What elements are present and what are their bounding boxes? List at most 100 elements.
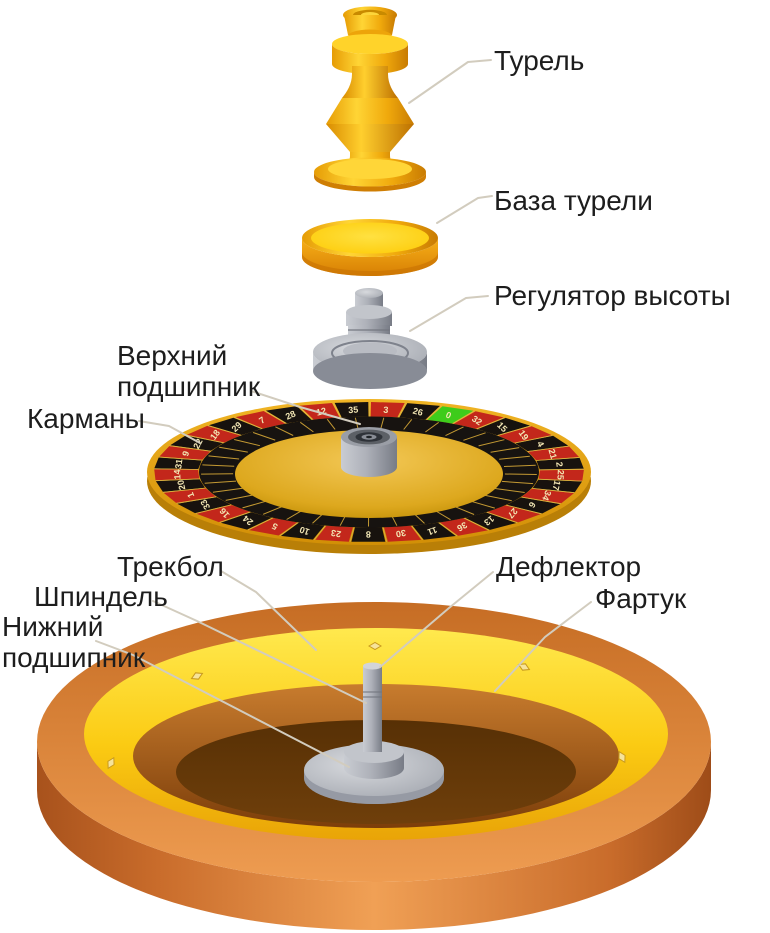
leader-upper_bearing	[250, 390, 361, 425]
pocket-separator	[163, 487, 206, 493]
pocket-number: 13	[482, 514, 496, 528]
pocket-separator	[506, 504, 542, 515]
turret-base-part	[302, 219, 438, 276]
pocket-26	[399, 403, 440, 420]
pocket-13	[465, 512, 517, 530]
pocket-18	[187, 425, 241, 443]
pocket-separator	[313, 525, 326, 540]
bowl-side	[37, 742, 711, 930]
pocket-separator	[452, 410, 475, 424]
fret-spoke	[212, 487, 243, 493]
pocket-separator	[176, 496, 217, 504]
label-upper-bearing-line2: подшипник	[117, 371, 261, 402]
label-lower-bearing-line2: подшипник	[2, 642, 146, 673]
pocket-separator	[186, 434, 224, 444]
pocket-number: 28	[284, 409, 297, 422]
label-lower-bearing-line1: Нижний	[2, 611, 104, 642]
pocket-separator	[539, 468, 584, 471]
leader-apron	[494, 601, 592, 692]
leader-pockets	[138, 420, 201, 444]
leader-spindle	[152, 600, 367, 704]
label-height-regulator: Регулятор высоты	[494, 280, 731, 311]
label-apron: Фартук	[595, 583, 687, 614]
pocket-number: 25	[555, 470, 565, 480]
pocket-number: 23	[330, 528, 342, 540]
pocket-number: 9	[180, 450, 191, 458]
fret-spoke	[478, 439, 505, 447]
fret-spoke	[470, 500, 495, 509]
pocket-number: 29	[230, 420, 244, 434]
turret-part	[314, 6, 426, 192]
pocket-separator	[538, 478, 583, 482]
pocket-separator	[279, 522, 299, 537]
pocket-number: 6	[527, 500, 538, 510]
pocket-number: 3	[383, 405, 389, 415]
fret-spoke	[499, 455, 530, 460]
fret-spoke	[275, 426, 294, 436]
fret-spoke	[208, 455, 240, 460]
pocket-number: 33	[198, 498, 212, 512]
pocket-number: 26	[412, 406, 424, 418]
label-lower-bearing: Нижний подшипник	[2, 611, 145, 673]
pocket-separator	[527, 445, 569, 452]
pocket-5	[249, 518, 298, 536]
pocket-separator	[264, 410, 287, 424]
pocket-number: 30	[395, 528, 407, 540]
leader-turret_base	[436, 195, 493, 224]
pocket-15	[477, 417, 530, 436]
pocket-20	[155, 479, 205, 492]
pocket-number: 11	[426, 525, 438, 538]
fret-spoke	[219, 446, 248, 453]
pocket-25	[538, 469, 584, 481]
pocket-number: 34	[540, 489, 553, 502]
fret-spoke	[286, 509, 303, 520]
pocket-number: 19	[517, 428, 531, 442]
pocket-number: 2	[554, 461, 565, 467]
pocket-number: 18	[208, 428, 222, 442]
pocket-separator	[398, 402, 407, 418]
pocket-1	[163, 488, 216, 503]
pocket-separator	[247, 517, 273, 531]
pocket-separator	[464, 517, 489, 531]
pocket-number: 8	[366, 529, 371, 539]
pocket-23	[315, 525, 353, 542]
pocket-3	[370, 402, 405, 418]
pocket-24	[220, 512, 272, 530]
fret-spoke	[434, 510, 451, 521]
fret-spoke	[234, 439, 261, 447]
pocket-separator	[514, 435, 553, 444]
pocket-0	[427, 406, 474, 424]
pocket-separator	[332, 402, 341, 418]
pocket-separator	[207, 425, 242, 436]
deflector-diamond	[190, 672, 204, 680]
label-spindle: Шпиндель	[34, 581, 168, 612]
pocket-number: 32	[470, 413, 484, 427]
label-turret: Турель	[494, 45, 585, 76]
label-turret-base: База турели	[494, 185, 653, 216]
pocket-separator	[158, 456, 202, 461]
pocket-separator	[476, 417, 505, 430]
pocket-4	[515, 435, 569, 452]
pocket-28	[265, 406, 312, 424]
fret-spoke	[204, 480, 237, 484]
pocket-separator	[169, 445, 211, 452]
pocket-number: 21	[546, 448, 558, 460]
pocket-31	[154, 457, 202, 470]
pocket-29	[208, 417, 262, 435]
fret-spoke	[503, 464, 536, 467]
pocket-separator	[297, 405, 313, 420]
pocket-separator	[532, 488, 575, 494]
pocket-17	[532, 479, 582, 493]
fret-spoke	[501, 480, 534, 485]
pocket-number: 35	[348, 404, 359, 415]
fret-spoke	[242, 500, 267, 509]
deflector-diamond	[107, 756, 115, 770]
upper-bearing-hub	[341, 427, 397, 477]
pocket-33	[177, 497, 231, 514]
pocket-6	[506, 497, 561, 514]
pocket-9	[159, 446, 211, 460]
fret-spoke	[445, 426, 464, 437]
pocket-number: 4	[535, 440, 546, 449]
